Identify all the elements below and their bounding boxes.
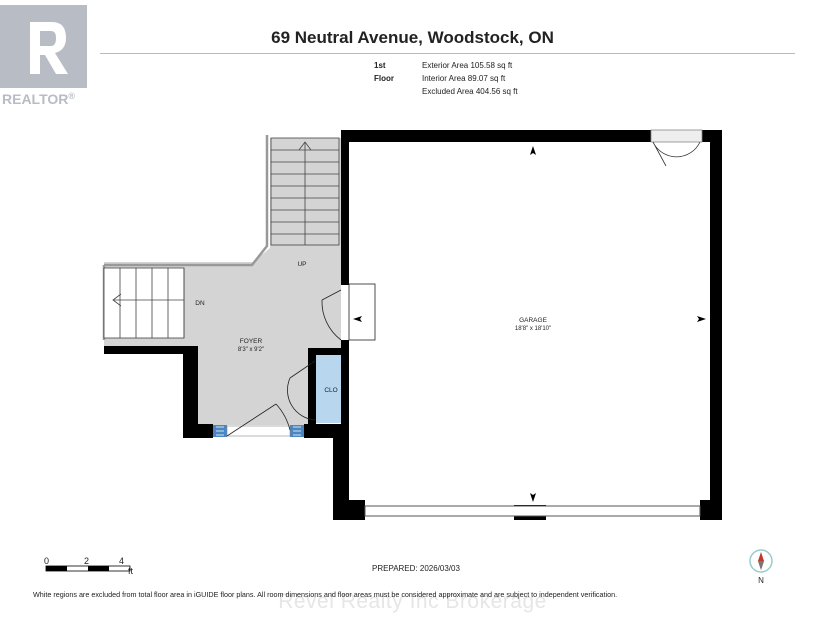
realtor-r-logo-icon <box>0 5 87 88</box>
interior-area: Interior Area 89.07 sq ft <box>422 74 506 83</box>
north-compass-icon: N <box>749 549 773 585</box>
closet-floor <box>315 355 343 423</box>
compass-label: N <box>758 576 764 585</box>
foyer-label: FOYER <box>240 338 263 345</box>
excluded-area: Excluded Area 404.56 sq ft <box>422 87 518 96</box>
arrow-down-icon <box>530 493 536 502</box>
scale-label-2: 2 <box>84 556 90 566</box>
garage-dims: 18'8" x 18'10" <box>515 326 551 332</box>
closet-door-swing <box>287 360 316 421</box>
garage-walls <box>333 130 722 520</box>
exterior-area: Exterior Area 105.58 sq ft <box>422 61 513 70</box>
arrow-up-icon <box>530 146 536 155</box>
stairs-up-label: UP <box>297 261 306 268</box>
floor-label: 1st Floor <box>374 61 394 83</box>
stairs-down <box>103 267 185 339</box>
scale-label-0: 0 <box>44 556 50 566</box>
garage-door <box>364 505 701 517</box>
scale-unit: ft <box>128 566 134 576</box>
prepared-date: PREPARED: 2026/03/03 <box>372 564 460 573</box>
garage-dimension-arrows <box>353 146 706 502</box>
page-title: 69 Neutral Avenue, Woodstock, ON <box>271 28 554 47</box>
stairs-up <box>270 137 340 246</box>
arrow-left-icon <box>353 316 362 322</box>
arrow-right-icon <box>697 316 706 322</box>
realtor-logo: REALTOR® <box>0 5 87 107</box>
scale-label-4: 4 <box>119 556 125 566</box>
brokerage-watermark: Revel Realty Inc Brokerage <box>278 590 547 613</box>
realtor-logo-text: REALTOR® <box>2 91 75 107</box>
title-divider <box>100 53 795 54</box>
garage-man-door <box>650 129 703 143</box>
garage-entry-door-swing <box>321 289 342 341</box>
foyer-dims: 8'3" x 9'2" <box>238 347 264 353</box>
entry-door-swing <box>226 403 291 437</box>
foyer-walls <box>104 346 349 438</box>
garage-label: GARAGE <box>519 317 547 324</box>
scale-bar <box>45 565 131 572</box>
closet-label: CLO <box>324 387 337 394</box>
stairs-down-label: DN <box>195 300 205 307</box>
disclaimer-text: White regions are excluded from total fl… <box>33 590 618 599</box>
